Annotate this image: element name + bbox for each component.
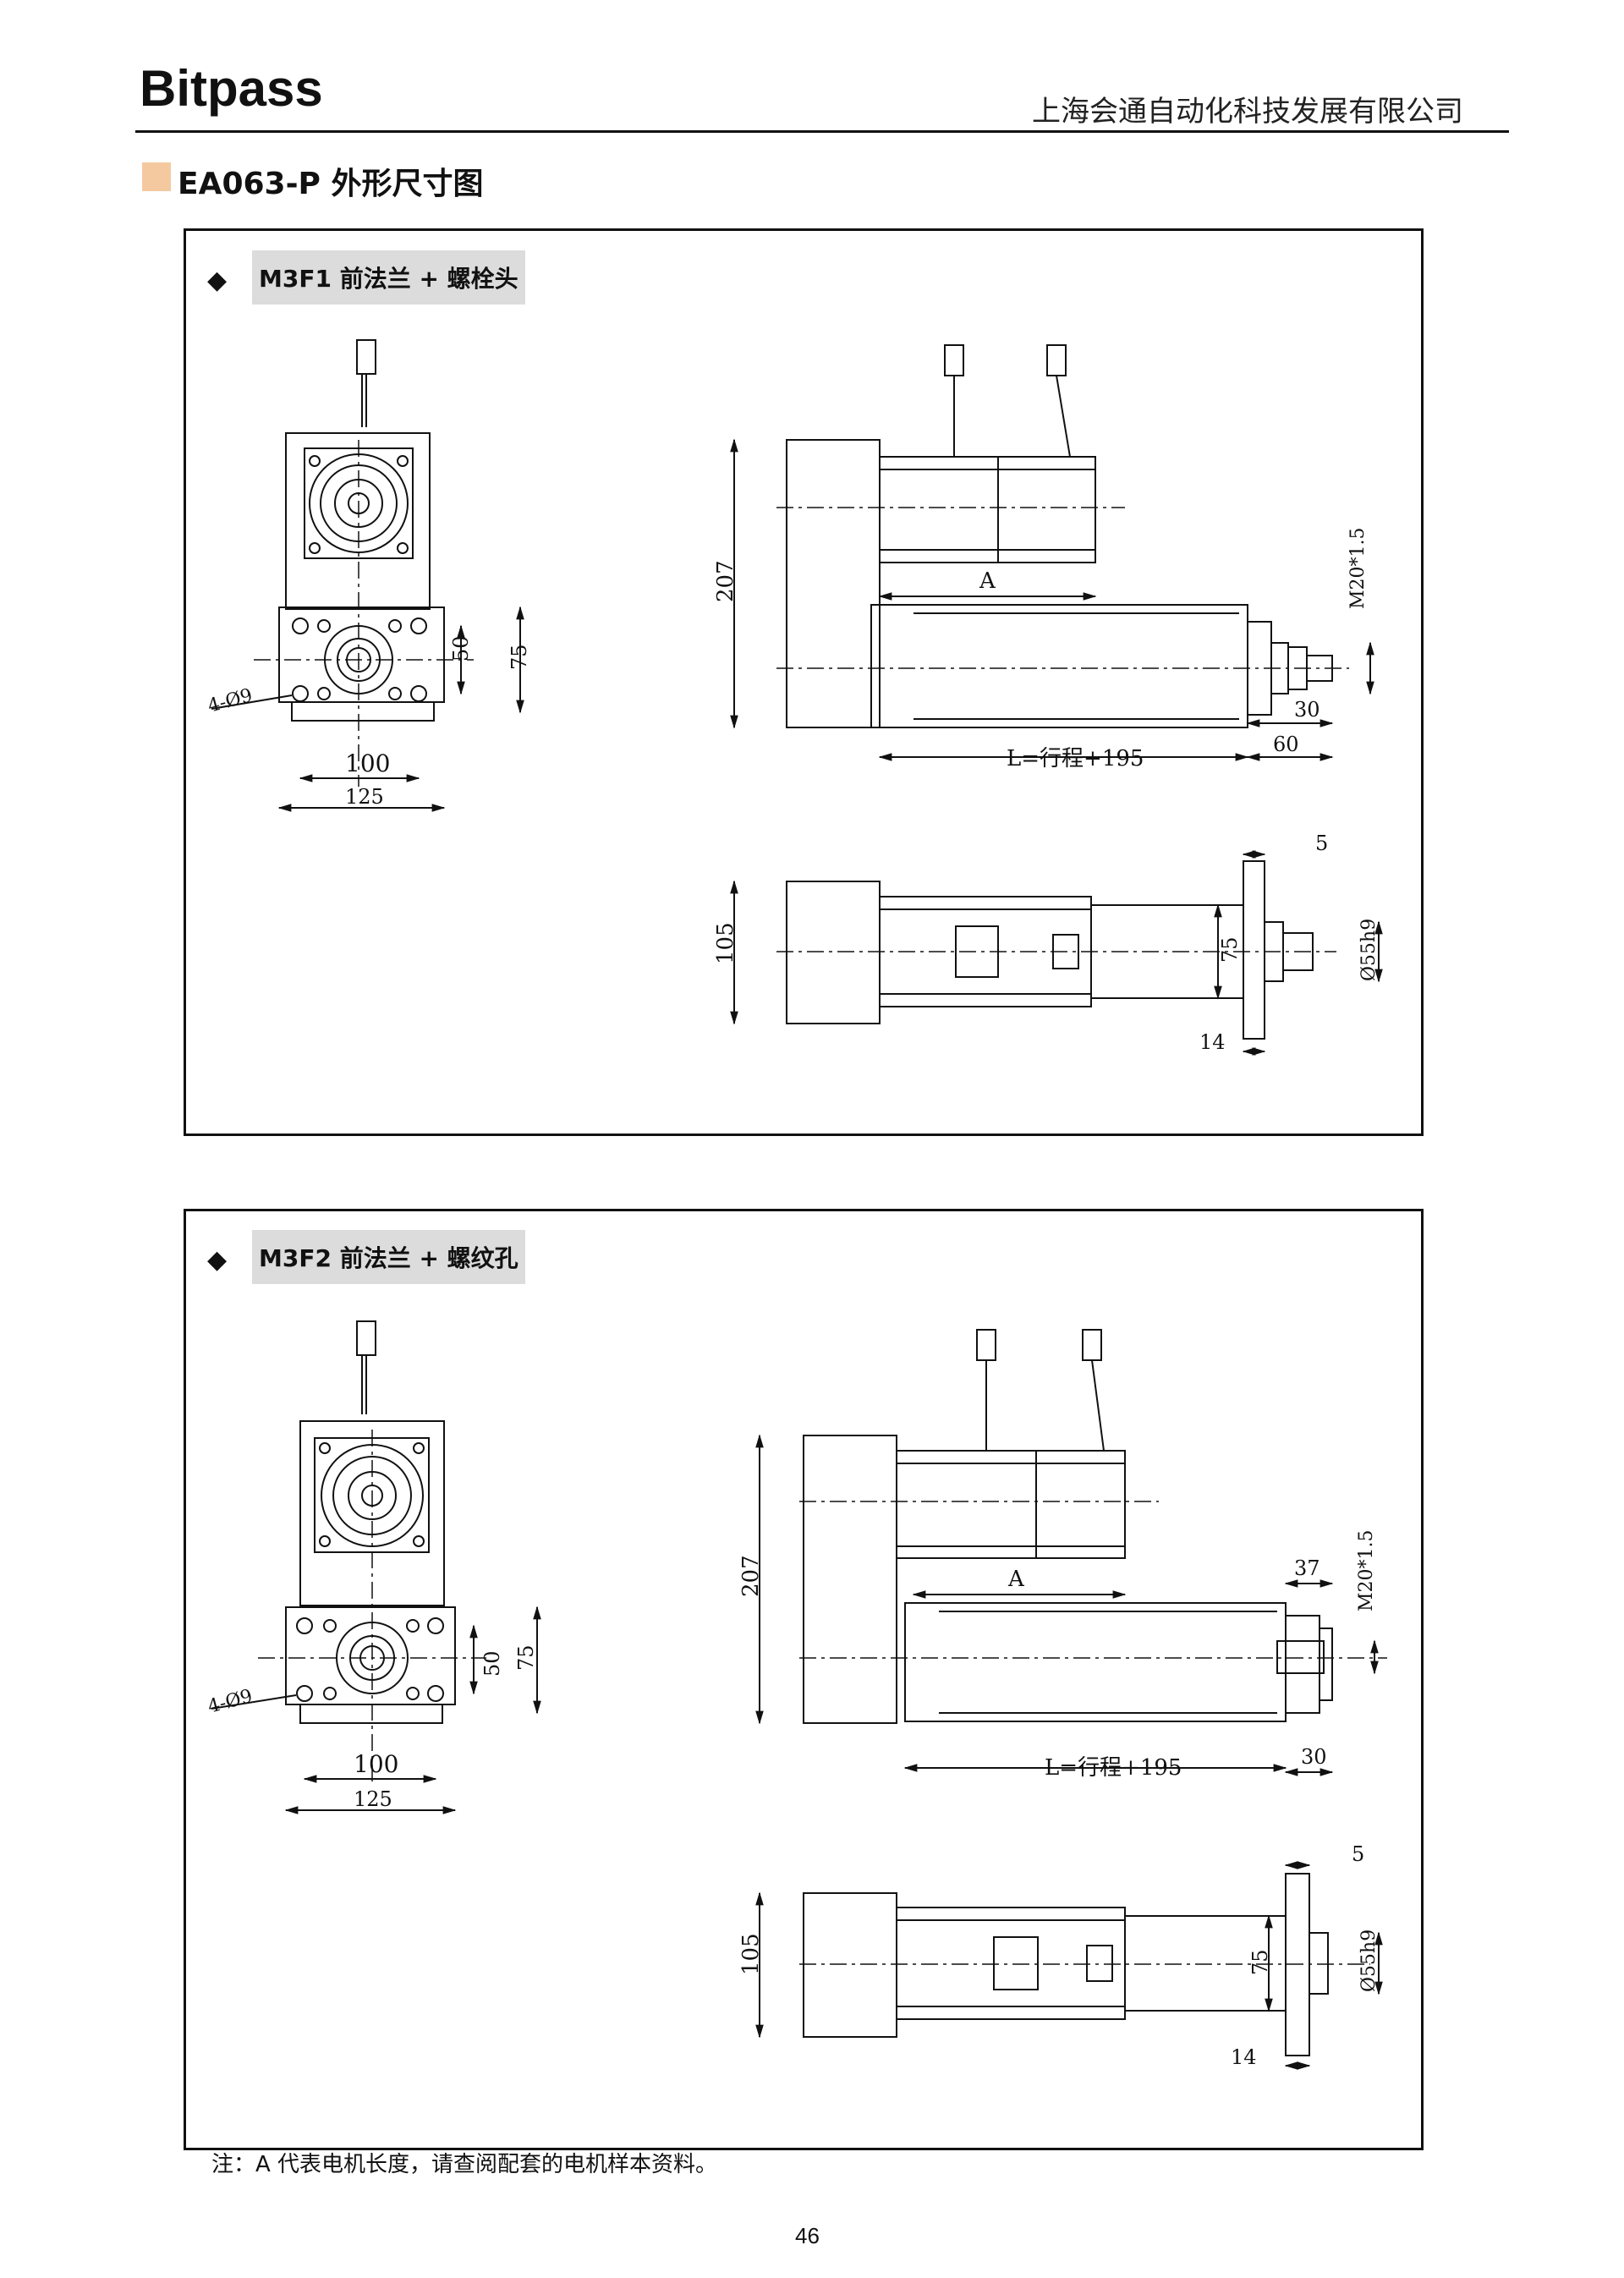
dim-label: A bbox=[979, 568, 996, 594]
dim-label: 75 bbox=[514, 1644, 538, 1671]
dim-label: 14 bbox=[1231, 2045, 1257, 2069]
end-view-m3f2 bbox=[211, 1320, 541, 1814]
end-view-m3f1-labels: 50 75 100 125 4-Ø9 bbox=[206, 635, 531, 809]
dim-label: M20*1.5 bbox=[1356, 1529, 1377, 1611]
dim-label: 5 bbox=[1315, 832, 1328, 855]
dim-label: 105 bbox=[713, 922, 738, 964]
dim-label: 125 bbox=[345, 785, 384, 809]
dim-label: 75 bbox=[1248, 1949, 1272, 1975]
page-number: 46 bbox=[795, 2223, 820, 2248]
title-marker bbox=[142, 162, 171, 191]
side-view-m3f2 bbox=[755, 1329, 1387, 1776]
dim-label: 100 bbox=[345, 749, 390, 777]
side-view-m3f1-labels: 207 A M20*1.5 30 60 L=行程+195 bbox=[713, 527, 1369, 771]
dim-label: Ø55h9 bbox=[1358, 1929, 1380, 1992]
section-title: M3F1 前法兰 + 螺栓头 bbox=[252, 250, 525, 305]
page-title: EA063-P 外形尺寸图 bbox=[178, 167, 484, 201]
dim-label: 60 bbox=[1273, 733, 1299, 756]
top-view-m3f1 bbox=[730, 850, 1383, 1056]
top-view-m3f2-labels: 105 75 5 14 Ø55h9 bbox=[738, 1842, 1380, 2069]
dim-label: A bbox=[1007, 1567, 1025, 1592]
dim-label: 105 bbox=[738, 1933, 764, 1975]
side-view-m3f2-labels: 207 A 37 M20*1.5 L=行程+195 30 bbox=[738, 1529, 1377, 1781]
dim-label: 207 bbox=[738, 1555, 764, 1597]
dim-label: Ø55h9 bbox=[1358, 919, 1380, 981]
dim-label: 5 bbox=[1352, 1842, 1364, 1866]
footnote: 注：A 代表电机长度，请查阅配套的电机样本资料。 bbox=[211, 2152, 718, 2177]
dim-label: 100 bbox=[354, 1750, 398, 1778]
diamond-bullet-icon: ◆ bbox=[207, 266, 228, 295]
brand-logo: Bitpass bbox=[140, 60, 323, 117]
dim-label: 30 bbox=[1294, 698, 1320, 722]
section-title: M3F2 前法兰 + 螺纹孔 bbox=[252, 1230, 525, 1284]
dim-label: 207 bbox=[713, 560, 738, 602]
dim-label: 75 bbox=[1218, 936, 1242, 963]
top-view-m3f1-labels: 105 75 5 14 Ø55h9 bbox=[713, 832, 1380, 1054]
end-view-m3f1 bbox=[211, 339, 524, 812]
dim-label: L=行程+195 bbox=[1007, 746, 1144, 771]
dim-label: 50 bbox=[480, 1650, 504, 1677]
dim-label: 14 bbox=[1199, 1030, 1226, 1054]
side-view-m3f1 bbox=[730, 344, 1374, 761]
top-view-m3f2 bbox=[755, 1861, 1383, 2070]
dim-label: 4-Ø9 bbox=[206, 685, 255, 717]
dim-label: 4-Ø9 bbox=[206, 1686, 255, 1718]
diamond-bullet-icon: ◆ bbox=[207, 1245, 228, 1275]
company-name: 上海会通自动化科技发展有限公司 bbox=[1032, 95, 1463, 129]
dim-label: 75 bbox=[508, 644, 531, 670]
dim-label: 30 bbox=[1301, 1745, 1327, 1769]
dim-label: 37 bbox=[1294, 1556, 1320, 1580]
dim-label: L=行程+195 bbox=[1045, 1755, 1182, 1781]
header-divider bbox=[135, 130, 1509, 133]
dim-label: M20*1.5 bbox=[1347, 527, 1369, 609]
dim-label: 50 bbox=[449, 635, 473, 661]
dim-label: 125 bbox=[354, 1787, 392, 1811]
